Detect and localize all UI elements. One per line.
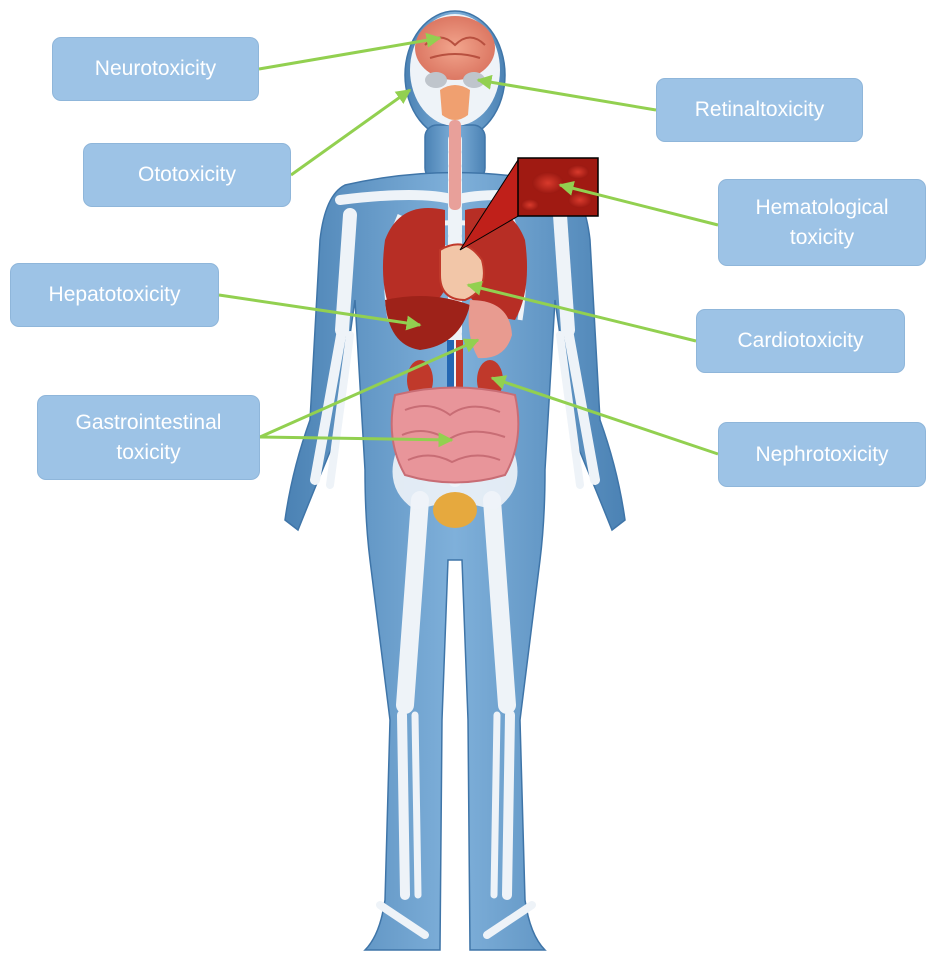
label-neurotoxicity: Neurotoxicity xyxy=(52,37,259,101)
label-hematological-toxicity: Hematological toxicity xyxy=(718,179,926,266)
nasal-cavity xyxy=(440,85,470,120)
eye-left xyxy=(425,72,447,88)
trachea xyxy=(449,120,461,210)
arrow-ototoxicity xyxy=(291,90,410,175)
label-retinaltoxicity: Retinaltoxicity xyxy=(656,78,863,142)
label-hepatotoxicity: Hepatotoxicity xyxy=(10,263,219,327)
label-cardiotoxicity: Cardiotoxicity xyxy=(696,309,905,373)
label-gastrointestinal-toxicity: Gastrointestinal toxicity xyxy=(37,395,260,480)
label-nephrotoxicity: Nephrotoxicity xyxy=(718,422,926,487)
arrow-retinaltoxicity xyxy=(478,80,656,110)
heart xyxy=(440,244,484,300)
bladder xyxy=(433,492,477,528)
label-ototoxicity: Ototoxicity xyxy=(83,143,291,207)
brain xyxy=(415,16,495,80)
